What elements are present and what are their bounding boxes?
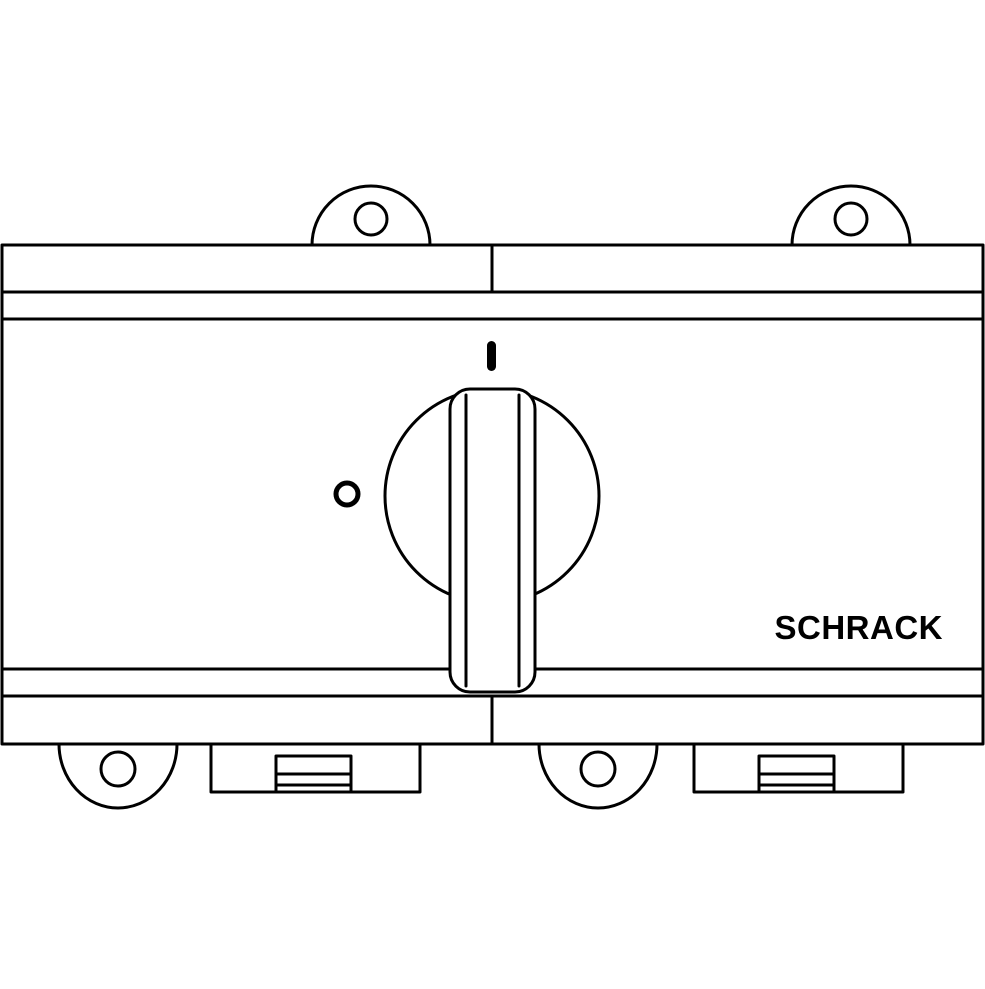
mounting-ear-top-right	[790, 184, 912, 247]
switch-body	[0, 243, 985, 746]
mounting-ear-bottom-left	[57, 742, 179, 810]
mounting-ear-top-left	[310, 184, 432, 247]
rotary-handle[interactable]	[448, 387, 537, 694]
terminal-clip-right	[692, 742, 905, 794]
on-position-marker	[487, 341, 496, 371]
terminal-clip-left	[209, 742, 422, 794]
mounting-ear-bottom-right	[537, 742, 659, 810]
off-position-marker	[333, 480, 361, 508]
brand-label: SCHRACK	[775, 609, 944, 646]
